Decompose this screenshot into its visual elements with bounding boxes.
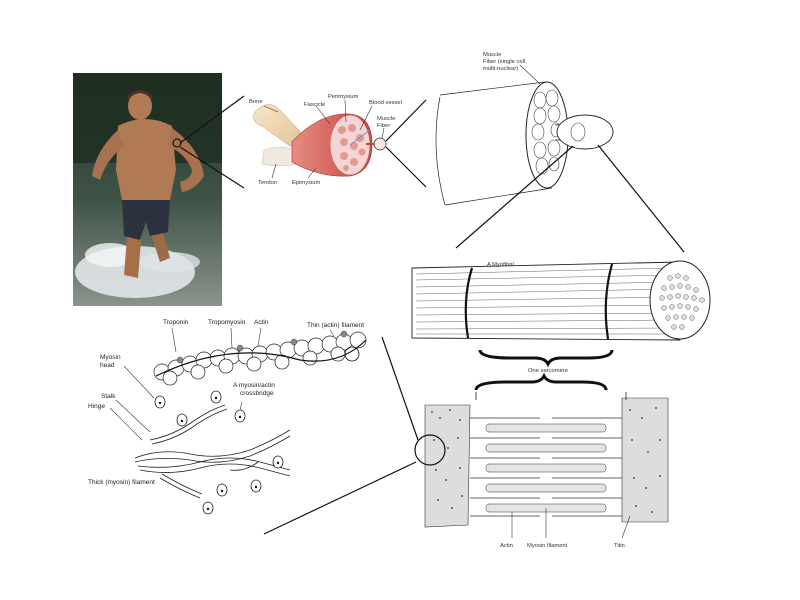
label-muscle-fiber-line2: Fiber bbox=[377, 123, 390, 129]
label-actin-bottom: Actin bbox=[500, 543, 513, 549]
label-crossbridge-line1: A myosin/actin bbox=[233, 382, 275, 389]
sarcomere-detail-illustration bbox=[414, 392, 669, 539]
myofibril-illustration bbox=[411, 260, 711, 341]
label-epimysium: Epimysium bbox=[292, 180, 321, 186]
label-tendon: Tendon bbox=[258, 180, 277, 186]
thick-filament-illustration bbox=[109, 365, 291, 515]
thin-filament-illustration bbox=[153, 327, 367, 386]
connector-line bbox=[179, 146, 245, 189]
label-hinge: Hinge bbox=[88, 403, 105, 410]
muscle-fiber-illustration bbox=[435, 64, 614, 206]
label-myosin-head-line1: Myosin bbox=[100, 354, 121, 361]
label-fascicle: Fascicle bbox=[304, 102, 325, 108]
label-myofibril: A Myofibril bbox=[487, 262, 514, 268]
label-muscle-fiber-line1: Muscle bbox=[377, 116, 395, 122]
muscle-anatomy-illustration bbox=[253, 99, 387, 179]
runner-photo bbox=[73, 73, 222, 306]
connector-line bbox=[381, 336, 419, 441]
label-myosin-head-line2: head bbox=[100, 362, 115, 369]
label-tropomyosin: Tropomyosin bbox=[208, 319, 246, 326]
sarcomere-brace-top bbox=[478, 349, 614, 368]
label-perimysium: Perimysium bbox=[328, 94, 358, 100]
connector-line bbox=[385, 146, 427, 188]
label-fiber-line2: Fiber (single cell, bbox=[483, 59, 527, 65]
label-blood-vessel: Blood vessel bbox=[369, 100, 402, 106]
connector-line bbox=[179, 95, 245, 144]
label-crossbridge-line2: crossbridge bbox=[240, 390, 274, 397]
label-one-sarcomere: One sarcomere bbox=[528, 368, 568, 374]
connector-line bbox=[597, 144, 685, 253]
label-fiber-line1: Muscle bbox=[483, 52, 501, 58]
label-thick-filament: Thick (myosin) filament bbox=[88, 479, 155, 486]
connector-line bbox=[455, 145, 574, 249]
label-thin-filament: Thin (actin) filament bbox=[307, 322, 364, 329]
connector-line bbox=[385, 99, 427, 142]
label-stalk: Stalk bbox=[101, 393, 116, 400]
label-actin-top: Actin bbox=[254, 319, 269, 326]
label-myosin-filament: Myosin filament bbox=[527, 543, 568, 549]
label-bone: Bone bbox=[249, 99, 263, 105]
sarcomere-brace-bottom bbox=[474, 372, 608, 391]
label-fiber-line3: multi-nuclear) bbox=[483, 66, 518, 72]
label-titin: Titin bbox=[614, 543, 625, 549]
connector-line bbox=[263, 461, 417, 535]
label-troponin: Troponin bbox=[163, 319, 189, 326]
